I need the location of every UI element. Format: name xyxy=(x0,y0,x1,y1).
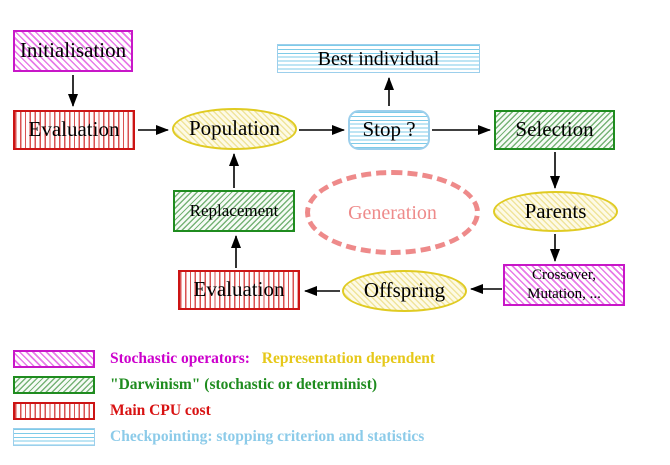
node-initialisation-label: Initialisation xyxy=(19,38,127,63)
node-crossover-line2: Mutation, ... xyxy=(527,286,601,302)
legend-darwinism-label: "Darwinism" (stochastic or determinist) xyxy=(110,376,378,393)
node-evaluation-bottom: Evaluation xyxy=(178,270,300,310)
green-diagonal-hatch-swatch-icon xyxy=(13,376,95,394)
generation-cycle-ellipse: Generation xyxy=(305,170,480,255)
legend-item-darwinism: "Darwinism" (stochastic or determinist) xyxy=(13,376,377,394)
legend-item-checkpointing: Checkpointing: stopping criterion and st… xyxy=(13,428,424,446)
node-evaluation-top: Evaluation xyxy=(13,110,135,150)
node-population: Population xyxy=(172,108,297,150)
node-offspring-label: Offspring xyxy=(363,278,446,303)
node-stop-label: Stop ? xyxy=(362,117,416,142)
node-parents-label: Parents xyxy=(524,198,587,223)
node-crossover-line1: Crossover, xyxy=(532,267,596,284)
node-crossover-mutation: Crossover, Mutation, ... xyxy=(503,264,625,306)
legend-cpu-cost-label: Main CPU cost xyxy=(110,402,211,419)
generation-label: Generation xyxy=(348,201,437,224)
node-initialisation: Initialisation xyxy=(13,30,133,72)
legend-item-main-cpu-cost: Main CPU cost xyxy=(13,402,211,420)
node-evaluation-bottom-label: Evaluation xyxy=(193,277,285,302)
cyan-horizontal-lines-swatch-icon xyxy=(13,428,95,446)
legend-checkpointing-label: Checkpointing: stopping criterion and st… xyxy=(110,428,425,445)
node-best-individual: Best individual xyxy=(277,44,480,73)
node-replacement-label: Replacement xyxy=(189,200,279,220)
magenta-diagonal-hatch-swatch-icon xyxy=(13,350,95,368)
red-vertical-lines-swatch-icon xyxy=(13,402,95,420)
node-selection-label: Selection xyxy=(515,117,594,142)
node-best-individual-label: Best individual xyxy=(317,47,440,70)
node-evaluation-top-label: Evaluation xyxy=(28,117,120,142)
node-replacement: Replacement xyxy=(173,190,295,232)
node-offspring: Offspring xyxy=(342,270,467,312)
node-parents: Parents xyxy=(493,191,618,232)
node-stop: Stop ? xyxy=(348,110,430,150)
node-population-label: Population xyxy=(188,116,280,141)
node-selection: Selection xyxy=(494,110,615,150)
legend-representation-label: Representation dependent xyxy=(261,350,436,367)
legend-stochastic-label: Stochastic operators: xyxy=(110,350,250,367)
legend-item-stochastic-operators: Stochastic operators: Representation dep… xyxy=(13,350,435,368)
